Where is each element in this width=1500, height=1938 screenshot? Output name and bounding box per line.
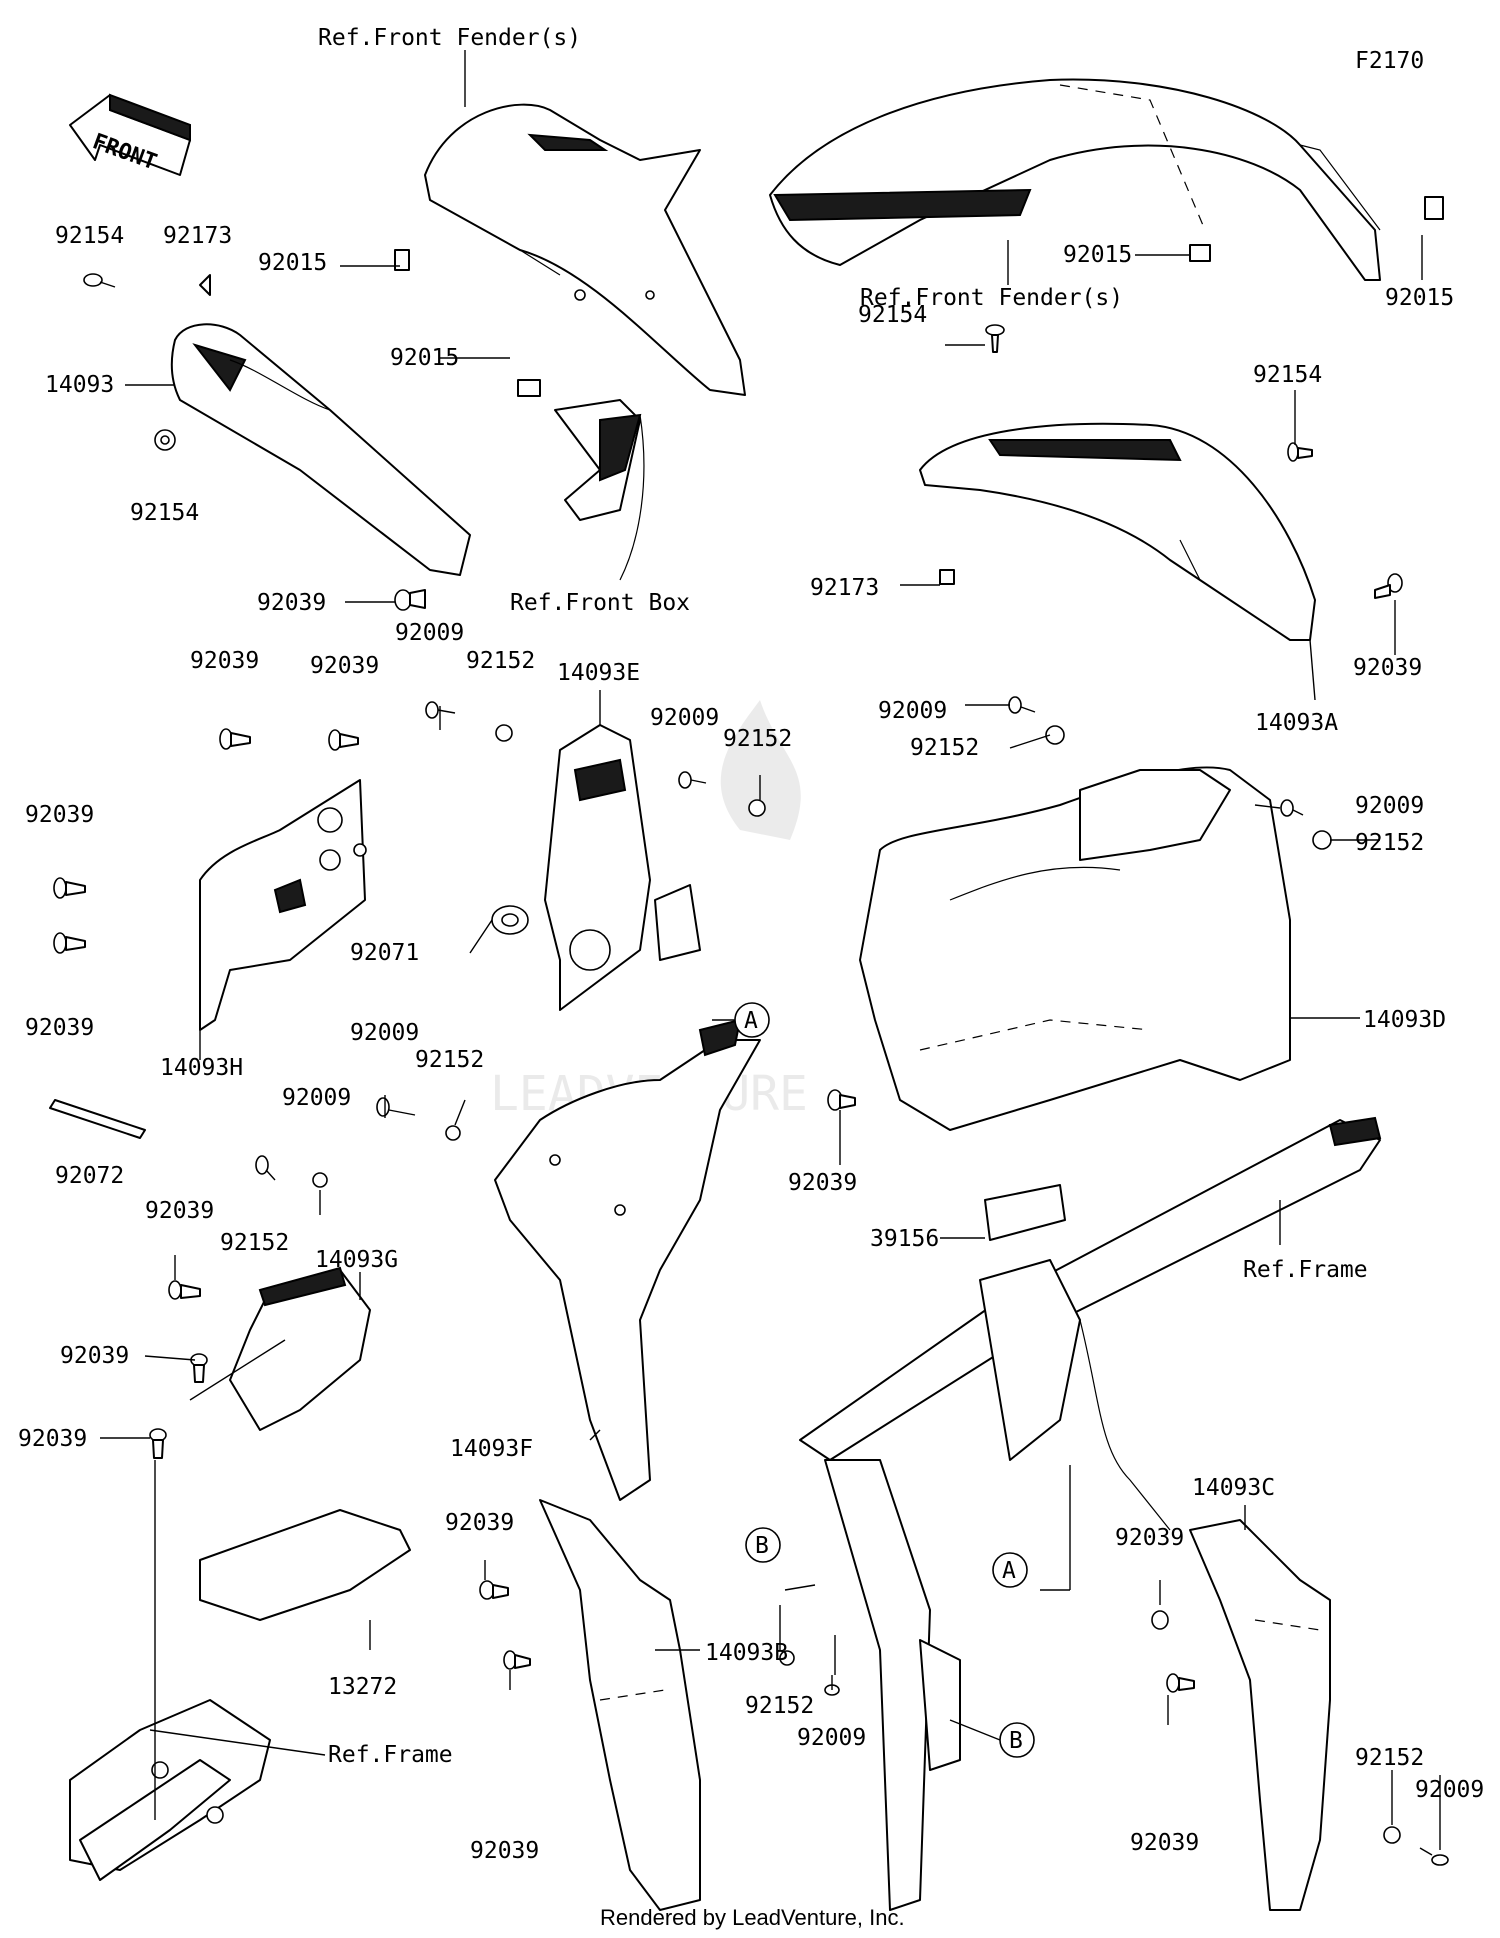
part-label: 92009 [797, 1725, 866, 1751]
ref-front-fender-right-label: Ref.Front Fender(s) [860, 285, 1123, 311]
part-label: 14093 [45, 372, 114, 398]
part-label: 92039 [445, 1510, 514, 1536]
part-label: 92009 [350, 1020, 419, 1046]
part-label: 92152 [415, 1047, 484, 1073]
part-label: 92071 [350, 940, 419, 966]
watermark: LEADVENTURE [490, 700, 808, 1122]
cable-tie-92072-drawing [49, 1099, 146, 1139]
part-label: 92039 [1353, 655, 1422, 681]
ref-front-fender-left-label: Ref.Front Fender(s) [318, 25, 581, 51]
panel-14093f-drawing [494, 1018, 761, 1501]
part-label: 39156 [870, 1226, 939, 1252]
grommet-92071-drawing [491, 905, 529, 935]
part-label: 92039 [25, 1015, 94, 1041]
part-label: 14093E [557, 660, 640, 686]
panel-14093g-drawing [229, 1266, 371, 1431]
ref-frame-left-label: Ref.Frame [328, 1742, 453, 1768]
front-box-drawing [554, 399, 645, 581]
plate-13272-drawing [199, 1509, 411, 1621]
front-fender-right-drawing [769, 78, 1381, 281]
panel-14093d-drawing [859, 766, 1291, 1131]
part-label: 13272 [328, 1674, 397, 1700]
part-label: 14093C [1192, 1475, 1275, 1501]
svg-text:A: A [1002, 1558, 1016, 1584]
part-label: 92009 [878, 698, 947, 724]
part-label: 92152 [723, 726, 792, 752]
panel-14093a-drawing [919, 422, 1316, 641]
part-label: 92015 [390, 345, 459, 371]
part-label: 92039 [257, 590, 326, 616]
part-label: 92152 [1355, 1745, 1424, 1771]
callout-a-2: A [992, 1552, 1028, 1588]
part-label: 14093F [450, 1436, 533, 1462]
frame-upper-drawing [799, 1116, 1382, 1911]
part-label: 92154 [130, 500, 199, 526]
part-label: 92173 [810, 575, 879, 601]
svg-text:B: B [755, 1533, 769, 1559]
part-labels: Ref.Front Fender(s) F2170 92154 92173 92… [18, 25, 1484, 1864]
part-label: 92039 [60, 1343, 129, 1369]
part-label: 92152 [910, 735, 979, 761]
front-direction-arrow-icon: FRONT [69, 93, 191, 176]
callout-a-1: A [712, 1002, 770, 1038]
part-label: 92039 [18, 1426, 87, 1452]
part-label: 92039 [1115, 1525, 1184, 1551]
part-label: 92009 [282, 1085, 351, 1111]
panel-14093h-drawing [199, 779, 367, 1031]
panel-14093c-drawing [1189, 1519, 1331, 1911]
part-label: 92009 [650, 705, 719, 731]
figure-code: F2170 [1355, 48, 1424, 74]
callout-b-1: B [745, 1527, 781, 1563]
part-label: 14093D [1363, 1007, 1446, 1033]
front-fender-left-drawing [424, 103, 746, 396]
leader-lines [100, 50, 1441, 1850]
callout-b-2: B [949, 1719, 1035, 1758]
part-label: 92039 [25, 802, 94, 828]
ref-frame-right-label: Ref.Frame [1243, 1257, 1368, 1283]
part-label: 92015 [1063, 242, 1132, 268]
pad-39156-drawing [984, 1184, 1066, 1241]
part-label: 92152 [466, 648, 535, 674]
part-label: 14093B [705, 1640, 788, 1666]
part-label: 92009 [395, 620, 464, 646]
part-label: 92154 [858, 302, 927, 328]
svg-text:A: A [744, 1008, 758, 1034]
rail-14093-drawing [170, 323, 471, 576]
part-label: 92039 [310, 653, 379, 679]
ref-front-box-label: Ref.Front Box [510, 590, 690, 616]
frame-lower-drawing [69, 1699, 271, 1881]
part-label: 92015 [258, 250, 327, 276]
part-label: 92152 [1355, 830, 1424, 856]
part-label: 92039 [1130, 1830, 1199, 1856]
footer-credit: Rendered by LeadVenture, Inc. [600, 1905, 905, 1930]
part-label: 92154 [55, 223, 124, 249]
part-label: 92039 [470, 1838, 539, 1864]
panel-14093b-drawing [539, 1499, 701, 1911]
part-label: 92152 [745, 1693, 814, 1719]
part-label: 92154 [1253, 362, 1322, 388]
part-label: 92039 [145, 1198, 214, 1224]
part-label: 14093G [315, 1247, 398, 1273]
part-label: 92009 [1415, 1777, 1484, 1803]
part-label: 14093H [160, 1055, 243, 1081]
part-label: 92152 [220, 1230, 289, 1256]
part-label: 14093A [1255, 710, 1338, 736]
part-label: 92015 [1385, 285, 1454, 311]
part-label: 92039 [788, 1170, 857, 1196]
part-label: 92009 [1355, 793, 1424, 819]
panel-14093e-drawing [544, 724, 701, 1011]
part-label: 92173 [163, 223, 232, 249]
svg-text:B: B [1009, 1728, 1023, 1754]
part-label: 92039 [190, 648, 259, 674]
part-label: 92072 [55, 1163, 124, 1189]
